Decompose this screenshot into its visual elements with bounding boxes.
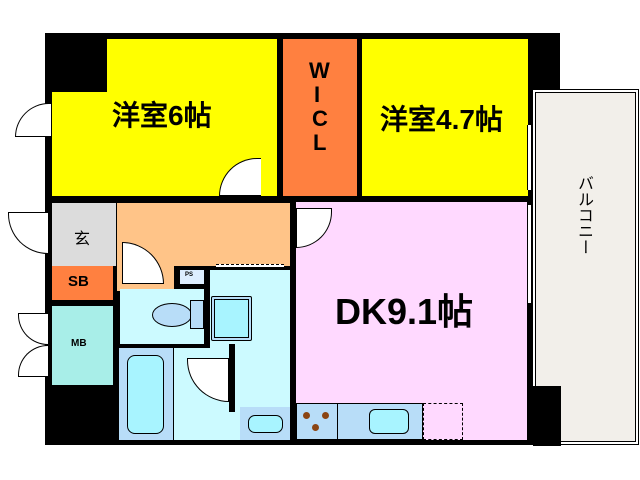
stove-burner-1: [303, 412, 310, 419]
mb-door-lower[interactable]: [18, 345, 48, 377]
bathtub: [127, 355, 164, 434]
bath-divider: [173, 348, 174, 440]
stove-burner-3: [312, 424, 319, 431]
balcony-window-2[interactable]: [527, 205, 532, 303]
washing-machine-inner: [214, 299, 249, 338]
entrance: [52, 203, 116, 266]
western-room-4-7: [362, 39, 528, 196]
fridge-space: [423, 403, 463, 440]
dining-kitchen: [296, 202, 527, 440]
pipe-space-label: PS: [185, 272, 194, 278]
dressing-wall: [229, 344, 235, 412]
western-room-4-7-label: 洋室4.7帖: [380, 104, 503, 135]
wic-label-l: L: [313, 130, 327, 155]
meter-box: [52, 306, 113, 385]
wic-label-w: W: [309, 58, 330, 83]
front-door[interactable]: [8, 212, 48, 254]
room1-exterior-door[interactable]: [15, 103, 51, 137]
shoe-box-label: SB: [68, 273, 89, 290]
room1-notch: [52, 39, 107, 92]
stove-burner-2: [322, 412, 329, 419]
wic-label-i: I: [314, 82, 321, 107]
wash-window[interactable]: [216, 264, 284, 268]
balcony-corner-bottom: [533, 386, 561, 446]
western-room-6-label: 洋室6帖: [112, 100, 212, 131]
mb-door-upper[interactable]: [18, 313, 48, 345]
toilet-bowl: [152, 303, 192, 327]
kitchen-sink: [369, 409, 409, 434]
dining-kitchen-label: DK9.1帖: [335, 291, 474, 332]
meter-box-label: MB: [71, 338, 87, 349]
wash-basin: [248, 415, 283, 433]
wall-top-right-block: [528, 33, 560, 93]
balcony-window-1[interactable]: [527, 125, 532, 190]
entrance-label: 玄: [74, 231, 91, 248]
shoe-box: [52, 266, 113, 300]
toilet-tank: [190, 300, 204, 329]
wic-label-c: C: [312, 106, 328, 131]
pipe-space: [180, 270, 204, 284]
balcony-label: バルコニー: [575, 175, 592, 255]
walk-in-closet: [283, 39, 357, 196]
counter-divider: [337, 403, 338, 440]
balcony-floor: [535, 92, 636, 442]
